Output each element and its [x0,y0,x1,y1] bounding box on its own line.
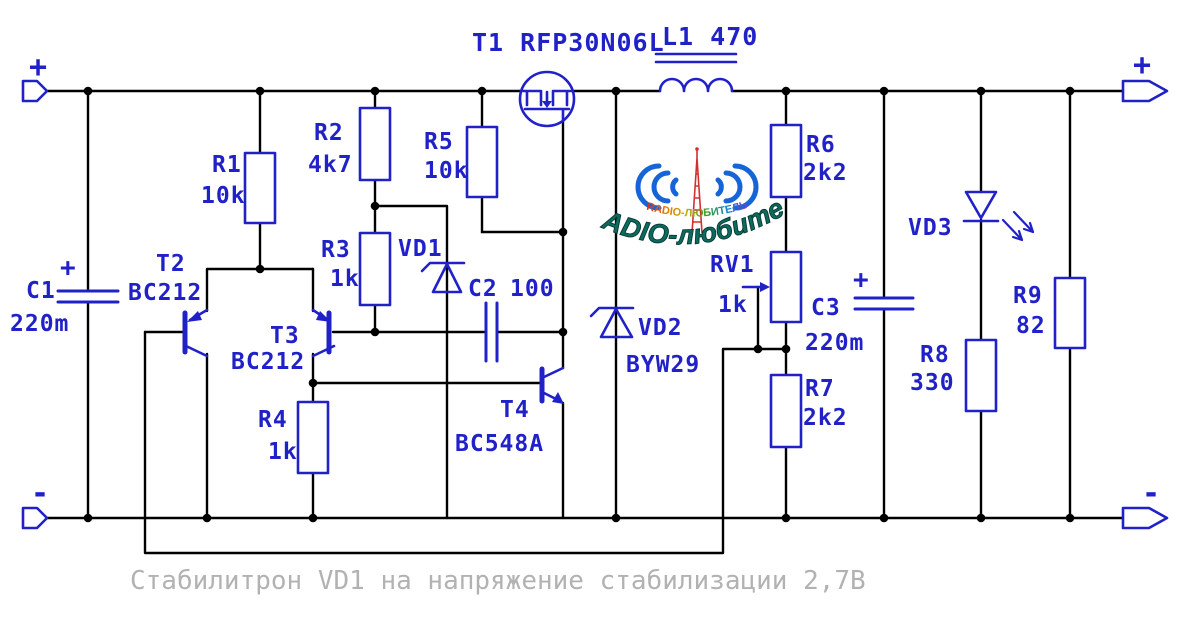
label-t4-value: BC548A [455,431,544,457]
label-c2-ref: C2 [468,276,498,302]
transistor-t4: T4 BC548A [455,366,565,520]
transistor-t3: T3 BC212 [231,267,544,385]
input-minus-sign: - [31,476,49,511]
label-c1-polarity: + [60,253,76,283]
resistor-r6: R6 2k2 [769,89,848,254]
label-c2-value: 100 [510,276,555,302]
resistor-r9: R9 82 [1013,89,1087,520]
resistor-r4: R4 1k [258,381,330,520]
capacitor-c1: C1 + 220m [10,89,120,520]
label-r5-ref: R5 [424,129,454,155]
label-r8-value: 330 [910,370,955,396]
label-r1-ref: R1 [212,152,242,178]
diode-vd2: VD2 BYW29 [589,89,700,520]
label-c3-ref: C3 [811,295,841,321]
resistor-r1: R1 10k [201,89,277,271]
label-t2-ref: T2 [156,251,186,277]
label-vd3-ref: VD3 [908,215,953,241]
label-rv1-value: 1k [718,292,748,318]
resistor-r2: R2 4k7 [308,89,392,235]
label-vd1-ref: VD1 [398,236,443,262]
label-t4-ref: T4 [500,397,530,423]
resistor-r7: R7 2k2 [769,373,848,520]
terminal-output-plus: + [1121,48,1169,103]
label-r9-value: 82 [1016,313,1046,339]
terminal-output-minus: - [1121,476,1169,530]
resistor-r5: R5 10k [424,89,565,234]
label-r2-value: 4k7 [308,152,353,178]
led-vd3: VD3 [908,89,1035,342]
label-r7-value: 2k2 [803,405,848,431]
label-r4-value: 1k [268,439,298,465]
caption-note: Стабилитрон VD1 на напряжение стабилизац… [130,566,866,596]
junction-dots [83,86,1075,523]
terminal-input-minus: - [21,476,49,530]
capacitor-c2: C2 100 [331,276,565,363]
transistor-t2: T2 BC212 [128,251,315,520]
label-r6-ref: R6 [806,132,836,158]
label-c1-value: 220m [10,311,69,337]
label-r6-value: 2k2 [803,160,848,186]
resistor-r3: R3 1k [321,231,392,334]
label-t3-value: BC212 [231,349,305,375]
broadcast-arcs-icon [635,163,759,211]
feedback-wire [143,330,788,555]
input-plus-sign: + [29,50,47,85]
resistor-r8: R8 330 [910,338,998,520]
label-c3-value: 220m [805,330,864,356]
terminal-input-plus: + [21,50,49,103]
potentiometer-rv1: RV1 1k [710,250,803,377]
inductor-l1: L1 470 [654,22,758,93]
label-rv1-ref: RV1 [710,252,755,278]
label-r9-ref: R9 [1013,283,1043,309]
output-minus-sign: - [1142,476,1160,511]
output-plus-sign: + [1133,48,1151,83]
label-c3-polarity: + [853,265,869,295]
capacitor-c3: C3 + 220m [805,89,915,520]
label-r2-ref: R2 [314,120,344,146]
label-r3-value: 1k [330,266,360,292]
label-r4-ref: R4 [258,407,288,433]
label-t2-value: BC212 [128,280,202,306]
label-r5-value: 10k [424,158,469,184]
label-r1-value: 10k [201,183,246,209]
label-t3-ref: T3 [270,323,300,349]
label-r3-ref: R3 [321,237,351,263]
label-r7-ref: R7 [805,376,835,402]
label-c1-ref: C1 [26,278,56,304]
label-t1: T1 RFP30N06L [472,28,665,57]
label-vd2-value: BYW29 [626,352,700,378]
diode-vd1: VD1 [373,204,466,520]
radio-tower-icon [691,147,703,234]
transistor-t1-mosfet: T1 RFP30N06L [472,28,665,370]
label-l1: L1 470 [662,22,758,51]
label-r8-ref: R8 [920,342,950,368]
label-vd2-ref: VD2 [638,315,683,341]
